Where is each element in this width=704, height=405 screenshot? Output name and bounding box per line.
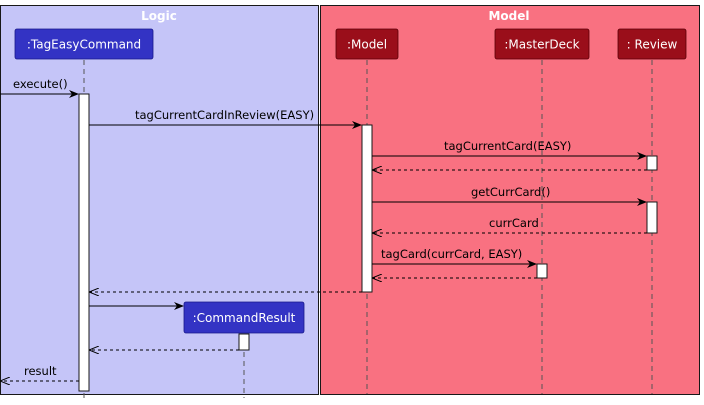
activation-command-result [238, 333, 250, 351]
participant-model [335, 28, 399, 60]
logic-box [0, 5, 319, 395]
message-tag-current-card-in-review-label: tagCurrentCardInReview(EASY) [135, 108, 314, 122]
message-execute-label: execute() [13, 77, 68, 91]
participant-command-result-label: :CommandResult [193, 311, 296, 325]
model-box-title: Model [488, 9, 529, 23]
activation-master-deck [536, 263, 548, 279]
activation-review-1 [646, 155, 658, 171]
message-get-curr-card-label: getCurrCard() [471, 185, 550, 199]
logic-box-title: Logic [141, 9, 177, 23]
participant-master-deck-label: :MasterDeck [504, 38, 579, 52]
model-box [320, 5, 700, 395]
return-result-label: result [24, 364, 57, 378]
participant-review [617, 28, 687, 60]
activation-review-2 [646, 201, 658, 234]
participant-tag-easy-command-label: :TagEasyCommand [27, 38, 141, 52]
participant-tag-easy-command [14, 28, 154, 60]
message-tag-card-label: tagCard(currCard, EASY) [381, 247, 522, 261]
participant-model-label: :Model [347, 38, 387, 52]
participant-command-result [183, 301, 305, 334]
return-curr-card-label: currCard [489, 216, 539, 230]
activation-model [361, 124, 373, 293]
activation-tag-easy-command [78, 93, 90, 392]
participant-master-deck [494, 28, 590, 60]
participant-review-label: : Review [627, 38, 678, 52]
message-tag-current-card-label: tagCurrentCard(EASY) [444, 139, 571, 153]
